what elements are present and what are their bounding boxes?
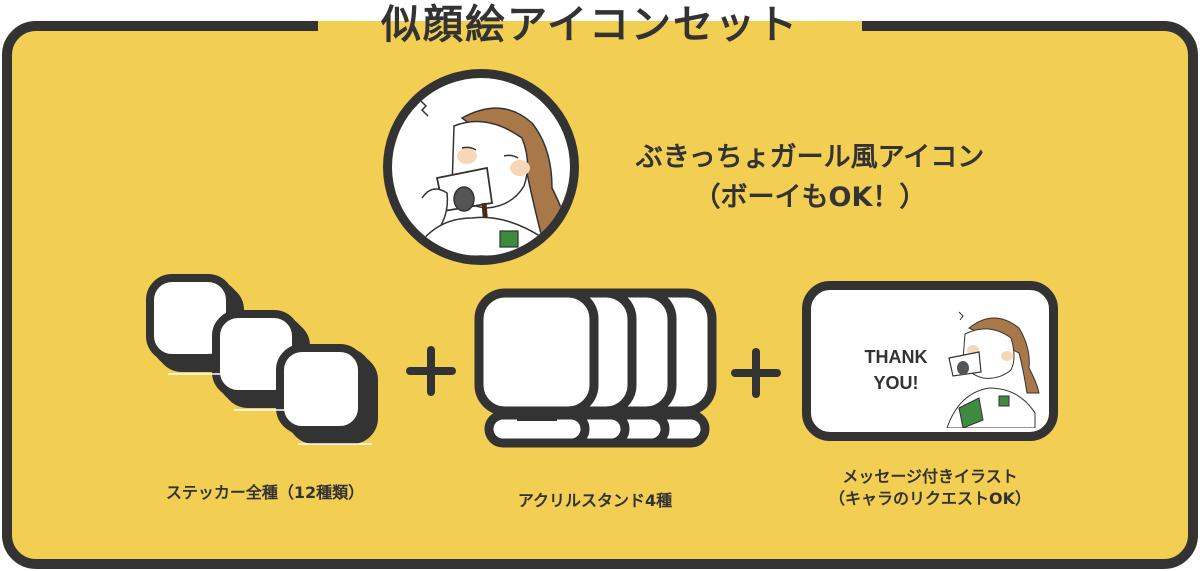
headline: ぶきっちょガール風アイコン （ボーイもOK！） <box>590 138 1030 218</box>
message-card-icon: THANK YOU! <box>802 281 1058 441</box>
girl-drinking-coffee-illustration <box>411 99 570 256</box>
acrylic-stand-label: アクリルスタンド4種 <box>517 491 673 510</box>
sticker-stack-icon <box>146 272 386 452</box>
thank-line-1: THANK <box>864 347 928 367</box>
title-banner: 似顔絵アイコンセット <box>318 0 862 51</box>
thank-you-text: THANK YOU! <box>841 344 951 396</box>
headline-line-1: ぶきっちょガール風アイコン <box>635 142 985 173</box>
page-title: 似顔絵アイコンセット <box>381 2 799 48</box>
message-card-label-line-1: メッセージ付きイラスト <box>842 467 1018 486</box>
headline-line-2: （ボーイもOK！） <box>693 182 927 213</box>
plus-icon <box>731 348 781 398</box>
thank-line-2: YOU! <box>873 373 919 393</box>
avatar <box>383 69 579 265</box>
plus-icon <box>406 346 456 396</box>
sticker-label: ステッカー全種（12種類） <box>165 483 365 502</box>
message-card-label: メッセージ付きイラスト （キャラのリクエストOK） <box>790 466 1070 510</box>
acrylic-stand-icon <box>467 285 722 455</box>
girl-reading-illustration <box>946 311 1040 428</box>
message-card-label-line-2: （キャラのリクエストOK） <box>828 489 1031 508</box>
